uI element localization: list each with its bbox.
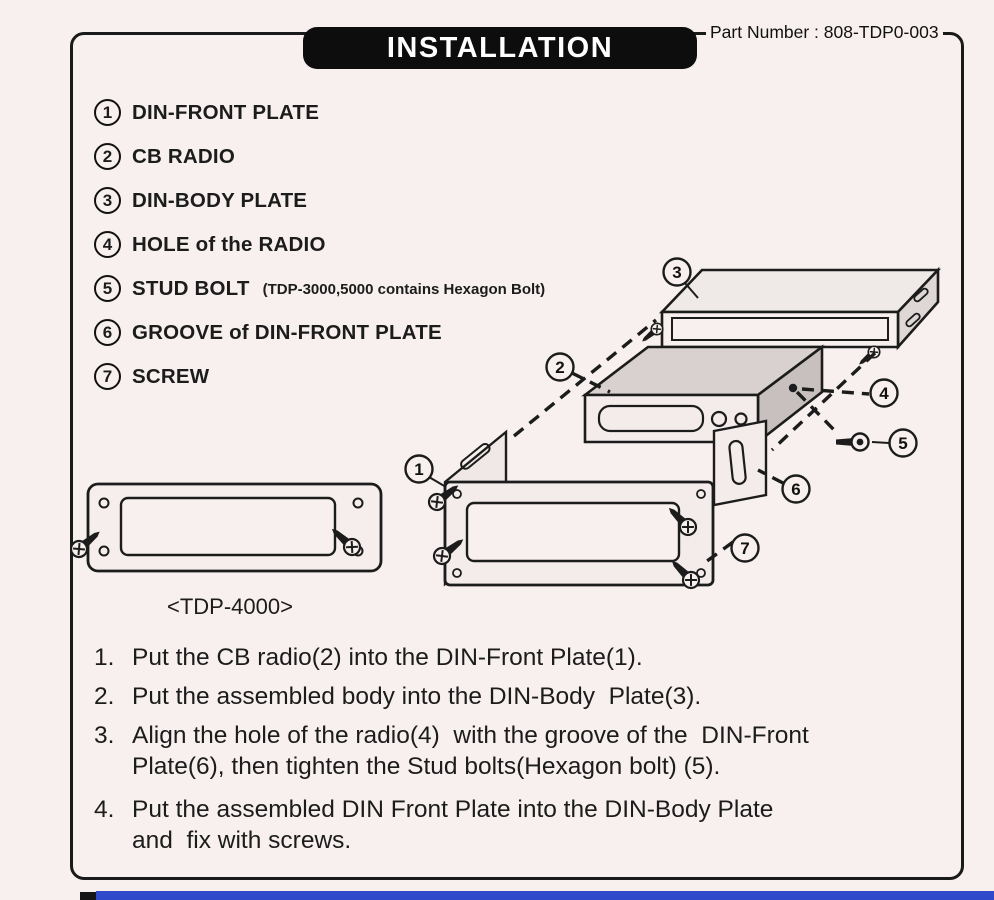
din-front-plate-drawing bbox=[424, 429, 715, 593]
callout-3-number: 3 bbox=[672, 263, 681, 282]
legend-item-7-label: SCREW bbox=[132, 364, 210, 388]
step-1-text: Put the CB radio(2) into the DIN-Front P… bbox=[132, 644, 643, 671]
step-4: 4. Put the assembled DIN Front Plate int… bbox=[94, 794, 940, 856]
step-3: 3. Align the hole of the radio(4) with t… bbox=[94, 720, 940, 782]
legend-item-7: 7 SCREW bbox=[94, 362, 545, 391]
callout-5: 5 bbox=[888, 428, 918, 458]
instructions: 1. Put the CB radio(2) into the DIN-Fron… bbox=[94, 642, 940, 864]
scan-artifact-blue-strip bbox=[96, 891, 994, 900]
din-body-plate-drawing bbox=[637, 266, 942, 370]
callout-1-number: 1 bbox=[414, 460, 423, 479]
step-2: 2. Put the assembled body into the DIN-B… bbox=[94, 681, 940, 712]
legend-item-4-number: 4 bbox=[94, 231, 121, 258]
step-3-number: 3. bbox=[94, 722, 115, 749]
legend-item-5-note: (TDP-3000,5000 contains Hexagon Bolt) bbox=[262, 281, 546, 298]
callout-1: 1 bbox=[404, 454, 434, 484]
legend-item-3-label: DIN-BODY PLATE bbox=[132, 188, 308, 212]
callout-2: 2 bbox=[545, 352, 575, 382]
legend-item-7-number: 7 bbox=[94, 363, 121, 390]
step-4-number: 4. bbox=[94, 796, 115, 823]
legend-item-6-number: 6 bbox=[94, 319, 121, 346]
callout-3: 3 bbox=[662, 257, 692, 287]
radio-hole bbox=[788, 383, 798, 393]
legend-item-4: 4 HOLE of the RADIO bbox=[94, 230, 545, 259]
stud-bolt-drawing bbox=[836, 432, 870, 452]
legend-item-1-label: DIN-FRONT PLATE bbox=[132, 100, 320, 124]
callout-7-number: 7 bbox=[740, 539, 749, 558]
scan-artifact-black-strip bbox=[80, 892, 97, 900]
legend-item-3-number: 3 bbox=[94, 187, 121, 214]
installation-banner: INSTALLATION bbox=[303, 27, 697, 69]
step-3-text-line-1: Align the hole of the radio(4) with the … bbox=[132, 722, 809, 749]
callout-5-number: 5 bbox=[898, 434, 907, 453]
part-number: Part Number : 808-TDP0-003 bbox=[706, 22, 943, 45]
cb-radio-drawing bbox=[581, 344, 826, 445]
legend-item-1-number: 1 bbox=[94, 99, 121, 126]
legend-item-5-label: STUD BOLT bbox=[132, 276, 250, 300]
legend-item-5-number: 5 bbox=[94, 275, 121, 302]
legend-item-2-number: 2 bbox=[94, 143, 121, 170]
step-2-number: 2. bbox=[94, 683, 115, 710]
legend-item-6-label: GROOVE of DIN-FRONT PLATE bbox=[132, 320, 442, 344]
callout-2-number: 2 bbox=[555, 358, 564, 377]
step-3-text-line-2: Plate(6), then tighten the Stud bolts(He… bbox=[132, 753, 721, 780]
step-1: 1. Put the CB radio(2) into the DIN-Fron… bbox=[94, 642, 940, 673]
callout-7: 7 bbox=[730, 533, 760, 563]
legend-item-5: 5 STUD BOLT (TDP-3000,5000 contains Hexa… bbox=[94, 274, 545, 303]
callout-4: 4 bbox=[869, 378, 899, 408]
exploded-view-diagram: 1 2 3 4 5 6 7 bbox=[70, 257, 942, 593]
step-4-text-line-1: Put the assembled DIN Front Plate into t… bbox=[132, 796, 774, 823]
callout-6-number: 6 bbox=[791, 480, 800, 499]
legend-item-2-label: CB RADIO bbox=[132, 144, 235, 168]
callout-4-number: 4 bbox=[879, 384, 889, 403]
banner-title: INSTALLATION bbox=[386, 31, 614, 64]
legend-item-2: 2 CB RADIO bbox=[94, 142, 545, 171]
step-4-text-line-2: and fix with screws. bbox=[132, 827, 352, 854]
callout-6: 6 bbox=[781, 474, 811, 504]
legend-item-1: 1 DIN-FRONT PLATE bbox=[94, 98, 545, 127]
assembly-guide-lines bbox=[512, 318, 877, 566]
groove-panel-drawing bbox=[712, 419, 768, 507]
legend-item-6: 6 GROOVE of DIN-FRONT PLATE bbox=[94, 318, 545, 347]
model-label: <TDP-4000> bbox=[167, 594, 293, 619]
step-1-number: 1. bbox=[94, 644, 115, 671]
callout-pointer-lines bbox=[428, 282, 890, 488]
legend-item-4-label: HOLE of the RADIO bbox=[132, 232, 326, 256]
legend-item-3: 3 DIN-BODY PLATE bbox=[94, 186, 545, 215]
parts-legend: 1 DIN-FRONT PLATE 2 CB RADIO 3 DIN-BODY … bbox=[94, 98, 545, 406]
step-2-text: Put the assembled body into the DIN-Body… bbox=[132, 683, 702, 710]
tdp-4000-plate-drawing bbox=[70, 482, 383, 573]
